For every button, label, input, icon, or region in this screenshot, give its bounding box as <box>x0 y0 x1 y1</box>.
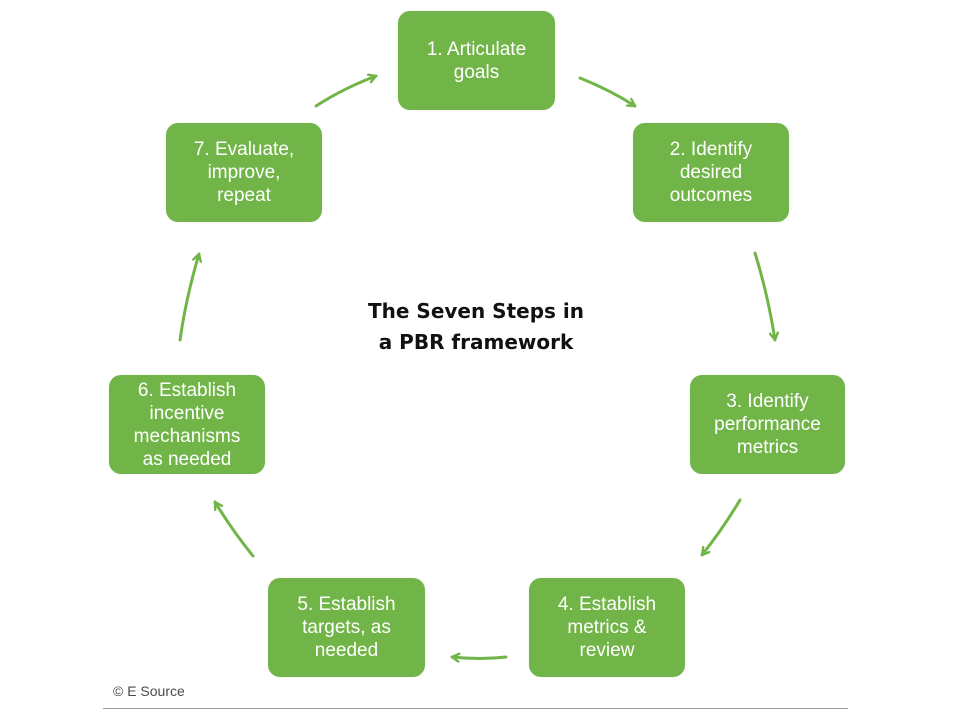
step-2-identify-desired-outcomes: 2. Identify desired outcomes <box>633 123 789 222</box>
arrow-7-to-1 <box>314 76 378 108</box>
step-5-establish-targets: 5. Establish targets, as needed <box>268 578 425 677</box>
step-3-identify-performance-metrics: 3. Identify performance metrics <box>690 375 845 474</box>
diagram-title-line-2: a PBR framework <box>378 330 574 354</box>
diagram-title-line-1: The Seven Steps in <box>368 299 584 323</box>
arrow-3-to-4 <box>700 498 742 557</box>
step-1-articulate-goals: 1. Articulate goals <box>398 11 555 110</box>
arrow-5-to-6 <box>213 500 255 558</box>
step-7-evaluate-improve-repeat: 7. Evaluate, improve, repeat <box>166 123 322 222</box>
arrow-6-to-7 <box>178 252 199 342</box>
arrow-1-to-2 <box>578 76 637 108</box>
source-credit: © E Source <box>113 683 185 699</box>
bottom-divider <box>103 708 848 709</box>
arrow-2-to-3 <box>753 251 775 342</box>
diagram-title: The Seven Steps in a PBR framework <box>300 296 652 358</box>
arrow-4-to-5 <box>450 657 508 659</box>
step-4-establish-metrics-review: 4. Establish metrics & review <box>529 578 685 677</box>
step-6-establish-incentive-mechanisms: 6. Establish incentive mechanisms as nee… <box>109 375 265 474</box>
